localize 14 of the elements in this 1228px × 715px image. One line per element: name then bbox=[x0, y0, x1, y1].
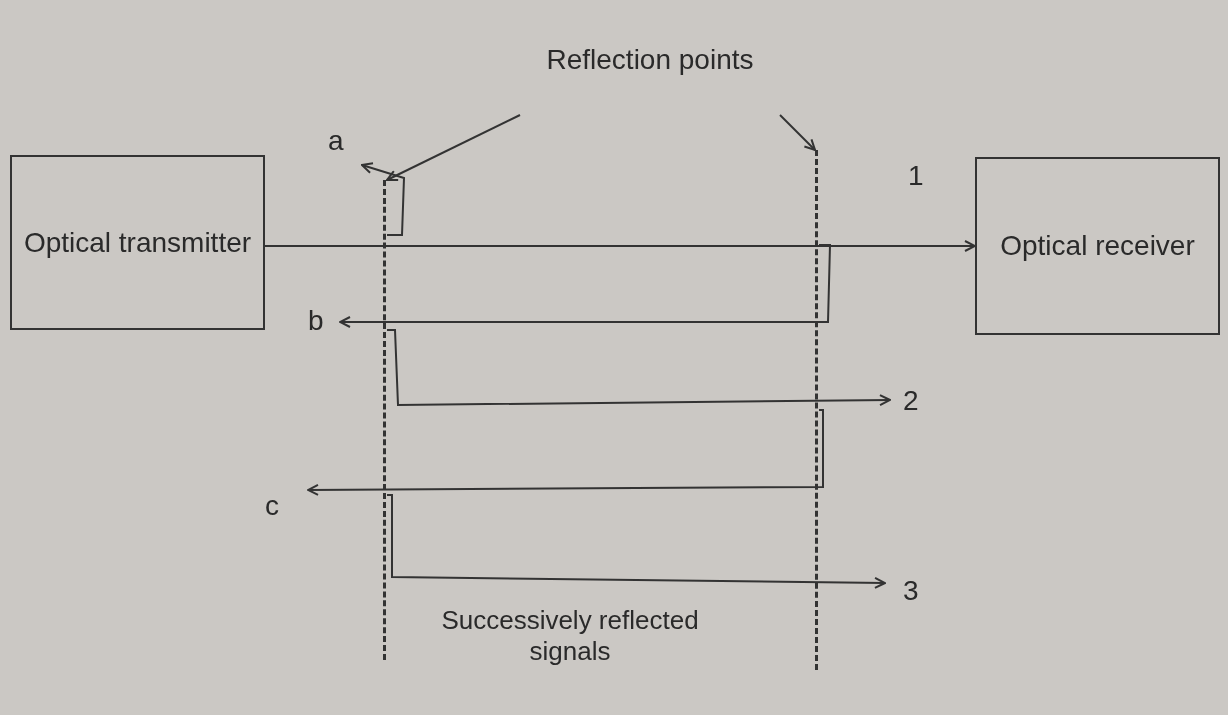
reflection-point-line bbox=[383, 180, 387, 660]
reflected-signal-arrow bbox=[361, 162, 406, 236]
reflected-signal-arrow bbox=[386, 494, 886, 589]
annotation-text: Reflection points bbox=[520, 5, 780, 115]
signal-arrow bbox=[264, 240, 976, 252]
reflected-signal-arrow bbox=[307, 409, 824, 496]
reflection-point-line bbox=[815, 150, 819, 670]
note-text: Successively reflected signals bbox=[440, 605, 700, 667]
leader-line bbox=[779, 114, 816, 151]
receiver-box: Optical receiver bbox=[975, 157, 1220, 335]
reflected-signal-arrow bbox=[386, 329, 891, 407]
transmitter-box: Optical transmitter bbox=[10, 155, 265, 330]
leader-line bbox=[386, 114, 521, 182]
reflected-signal-arrow bbox=[339, 244, 832, 328]
